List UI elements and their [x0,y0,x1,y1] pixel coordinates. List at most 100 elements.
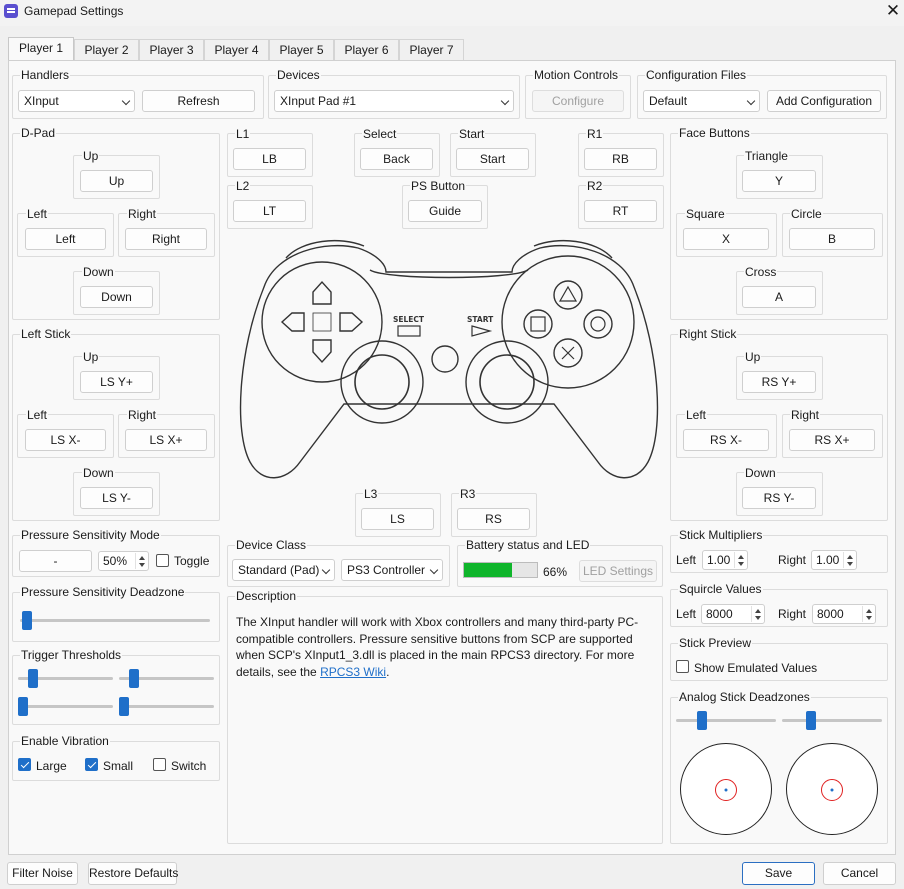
toggle-checkbox[interactable] [156,554,169,567]
tab-player-3[interactable]: Player 3 [139,39,204,61]
config-files-label: Configuration Files [645,68,748,82]
squircle-label: Squircle Values [678,582,763,596]
l1-label: L1 [235,127,251,141]
save-button[interactable]: Save [742,862,815,885]
spin-arrows-icon[interactable] [751,606,763,622]
small-checkbox[interactable] [85,758,98,771]
show-emulated-label: Show Emulated Values [694,661,818,675]
device-combo[interactable]: XInput Pad #1 [274,90,514,112]
handlers-label: Handlers [20,68,71,82]
spin-arrows-icon[interactable] [843,552,855,568]
ls-left-button[interactable]: LS X- [25,429,106,451]
tab-player-5[interactable]: Player 5 [269,39,334,61]
l2-low-slider[interactable] [18,705,113,708]
dpad-right-button[interactable]: Right [125,228,207,250]
trigger-thresholds-label: Trigger Thresholds [20,648,123,662]
devices-group [268,75,520,119]
dpad-up-button[interactable]: Up [80,170,153,192]
r2-low-slider[interactable] [119,705,214,708]
pressure-deadzone-slider[interactable] [20,619,210,622]
l2-button[interactable]: LT [233,200,306,222]
config-combo[interactable]: Default [643,90,760,112]
window-title: Gamepad Settings [24,4,124,18]
device-class-combo[interactable]: Standard (Pad) [232,559,335,581]
center-panel-outline [369,269,529,279]
tab-player-4[interactable]: Player 4 [204,39,269,61]
cross-button[interactable]: A [742,286,816,308]
select-button[interactable]: Back [360,148,433,170]
toggle-label: Toggle [174,554,210,568]
left-deadzone-slider[interactable] [676,719,776,722]
controller-type-combo[interactable]: PS3 Controller [341,559,443,581]
start-button[interactable]: Start [456,148,529,170]
spin-arrows-icon[interactable] [734,552,746,568]
select-label: Select [362,127,398,141]
l2-low-thumb[interactable] [18,697,28,716]
multiplier-right-spinbox[interactable]: 1.00 [811,550,857,570]
rs-right-button[interactable]: RS X+ [789,429,875,451]
add-configuration-button[interactable]: Add Configuration [767,90,881,112]
r2-threshold-slider[interactable] [119,677,214,680]
right-deadzone-thumb[interactable] [806,711,816,730]
ls-right-button[interactable]: LS X+ [125,429,207,451]
restore-defaults-button[interactable]: Restore Defaults [88,862,178,885]
tab-player-7[interactable]: Player 7 [399,39,464,61]
squircle-left-label: Left [676,607,697,621]
triangle-button[interactable]: Y [742,170,816,192]
rs-left-button[interactable]: RS X- [683,429,769,451]
large-checkbox[interactable] [18,758,31,771]
r1-button[interactable]: RB [584,148,657,170]
l3-button[interactable]: LS [361,508,434,530]
rs-down-button[interactable]: RS Y- [742,487,816,509]
description-label: Description [235,589,298,603]
vibration-group [12,741,220,781]
multiplier-left-spinbox[interactable]: 1.00 [702,550,748,570]
refresh-button[interactable]: Refresh [142,90,255,112]
l1-group [227,133,313,177]
pressure-spinbox[interactable]: 50% [98,551,149,571]
r3-label: R3 [459,487,477,501]
ps-button[interactable]: Guide [408,200,482,222]
spin-arrows-icon[interactable] [135,553,147,569]
tab-player-6[interactable]: Player 6 [334,39,399,61]
show-emulated-checkbox[interactable] [676,660,689,673]
dpad-down-button[interactable]: Down [80,286,153,308]
cancel-button[interactable]: Cancel [823,862,896,885]
spin-arrows-icon[interactable] [862,606,874,622]
motion-configure-button[interactable]: Configure [532,90,624,112]
right-deadzone-slider[interactable] [782,719,882,722]
ls-up-button[interactable]: LS Y+ [80,371,153,393]
left-deadzone-thumb[interactable] [697,711,707,730]
rs-up-button[interactable]: RS Y+ [742,371,816,393]
square-button[interactable]: X [683,228,769,250]
pressure-deadzone-label: Pressure Sensitivity Deadzone [20,585,186,599]
squircle-left-spinbox[interactable]: 8000 [701,604,765,624]
rpcs3-wiki-link[interactable]: RPCS3 Wiki [320,664,387,679]
r3-button[interactable]: RS [457,508,530,530]
l2-threshold-thumb[interactable] [28,669,38,688]
dpad-left-button[interactable]: Left [25,228,106,250]
tab-player-2[interactable]: Player 2 [74,39,139,61]
switch-checkbox[interactable] [153,758,166,771]
filter-noise-button[interactable]: Filter Noise [7,862,78,885]
l1-button[interactable]: LB [233,148,306,170]
multiplier-right-label: Right [778,553,807,567]
handler-combo[interactable]: XInput [18,90,135,112]
analog-deadzones-label: Analog Stick Deadzones [678,690,811,704]
dpad-left-arrow [280,312,305,332]
r2-low-thumb[interactable] [119,697,129,716]
ls-down-button[interactable]: LS Y- [80,487,153,509]
chevron-down-icon [500,96,510,106]
close-icon[interactable]: ✕ [885,1,901,20]
l2-threshold-slider[interactable] [18,677,113,680]
tab-player-1[interactable]: Player 1 [8,37,74,61]
led-settings-button[interactable]: LED Settings [579,560,657,582]
circle-button[interactable]: B [789,228,875,250]
r2-threshold-thumb[interactable] [129,669,139,688]
dpad-label: D-Pad [20,126,57,140]
r2-button[interactable]: RT [584,200,657,222]
pressure-button[interactable]: - [19,550,92,572]
squircle-right-spinbox[interactable]: 8000 [812,604,876,624]
right-stick-inner [479,354,535,410]
pressure-deadzone-thumb[interactable] [22,611,32,630]
